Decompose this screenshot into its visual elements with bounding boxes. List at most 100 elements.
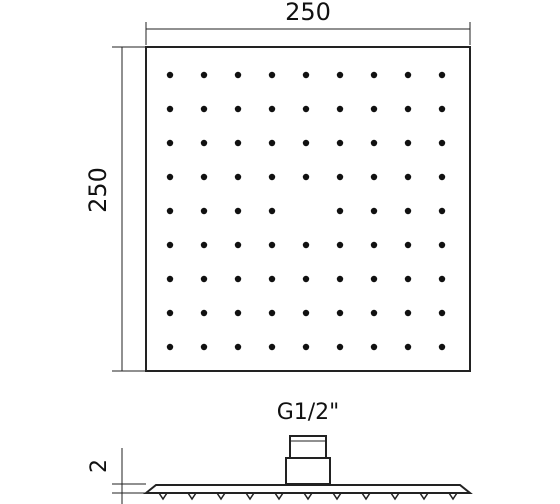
profile-nozzle [216, 492, 226, 501]
shower-plate-outline [145, 46, 471, 372]
nozzle-dot [336, 343, 344, 351]
nozzle-dot [200, 105, 208, 113]
nozzle-dot [166, 207, 174, 215]
profile-nozzle [390, 492, 400, 501]
nozzle-dot [234, 207, 242, 215]
profile-nozzle [245, 492, 255, 501]
nozzle-dot [404, 71, 412, 79]
nozzle-dot [166, 139, 174, 147]
nozzle-dot [370, 139, 378, 147]
nozzle-dot [336, 71, 344, 79]
nozzle-dot [404, 207, 412, 215]
plate-profile [143, 484, 473, 494]
nozzle-dot [268, 343, 276, 351]
nozzle-dot [370, 343, 378, 351]
profile-nozzle [187, 492, 197, 501]
nozzle-dot [404, 173, 412, 181]
nozzle-dot [438, 241, 446, 249]
nozzle-dot [336, 275, 344, 283]
nozzle-dot [336, 139, 344, 147]
thread-label: G1/2" [277, 400, 340, 425]
nozzle-dot [200, 275, 208, 283]
height-dimension: 250 [84, 46, 146, 372]
nozzle-dot [404, 343, 412, 351]
nozzle-dot [200, 173, 208, 181]
plate-profile-outline [143, 484, 473, 494]
nozzle-dot [404, 275, 412, 283]
nozzle-dot [200, 309, 208, 317]
nozzle-dot [166, 343, 174, 351]
nozzle-dot [166, 173, 174, 181]
nozzle-dot [200, 71, 208, 79]
width-dimension: 250 [145, 0, 471, 45]
nozzle-dot [336, 105, 344, 113]
width-label: 250 [285, 0, 331, 26]
thickness-dimension: 2 [87, 448, 146, 504]
nozzle-dot [268, 139, 276, 147]
nozzle-dot [438, 275, 446, 283]
height-label: 250 [84, 167, 112, 213]
profile-nozzle [303, 492, 313, 501]
nozzle-dot [302, 139, 310, 147]
nozzle-dot [234, 241, 242, 249]
nozzle-dot [438, 343, 446, 351]
nozzle-dot [438, 207, 446, 215]
profile-nozzle [419, 492, 429, 501]
nozzle-dot [404, 105, 412, 113]
nozzle-dot [302, 173, 310, 181]
nozzle-dot [438, 105, 446, 113]
thickness-label: 2 [87, 459, 112, 473]
nozzle-dot [404, 139, 412, 147]
nozzle-dot [302, 309, 310, 317]
profile-nozzles [158, 492, 458, 501]
connector-body [285, 457, 331, 485]
nozzle-dot [234, 309, 242, 317]
profile-nozzle [274, 492, 284, 501]
nozzle-dot [268, 105, 276, 113]
nozzle-dot [234, 139, 242, 147]
nozzle-grid [166, 71, 446, 351]
nozzle-dot [438, 71, 446, 79]
nozzle-dot [268, 207, 276, 215]
nozzle-dot [200, 139, 208, 147]
nozzle-dot [302, 71, 310, 79]
nozzle-dot [370, 275, 378, 283]
nozzle-dot [268, 71, 276, 79]
nozzle-dot [438, 309, 446, 317]
nozzle-dot [166, 71, 174, 79]
nozzle-dot [370, 105, 378, 113]
nozzle-dot [166, 241, 174, 249]
nozzle-dot [336, 173, 344, 181]
nozzle-dot [268, 275, 276, 283]
nozzle-dot [404, 241, 412, 249]
nozzle-dot [268, 309, 276, 317]
nozzle-dot [234, 275, 242, 283]
nozzle-dot [200, 207, 208, 215]
connector-fitting [285, 435, 331, 485]
nozzle-dot [370, 241, 378, 249]
nozzle-dot [302, 343, 310, 351]
profile-nozzle [332, 492, 342, 501]
profile-nozzle [448, 492, 458, 501]
profile-nozzle [361, 492, 371, 501]
nozzle-dot [370, 71, 378, 79]
nozzle-dot [166, 275, 174, 283]
nozzle-dot [336, 241, 344, 249]
nozzle-dot [234, 71, 242, 79]
nozzle-dot [370, 207, 378, 215]
nozzle-dot [234, 173, 242, 181]
nozzle-dot [166, 105, 174, 113]
nozzle-dot [302, 241, 310, 249]
nozzle-dot [200, 241, 208, 249]
nozzle-dot [370, 173, 378, 181]
nozzle-dot [234, 105, 242, 113]
nozzle-dot [404, 309, 412, 317]
nozzle-dot [336, 207, 344, 215]
nozzle-dot [302, 275, 310, 283]
nozzle-dot [234, 343, 242, 351]
nozzle-dot [302, 105, 310, 113]
profile-nozzle [158, 492, 168, 501]
nozzle-dot [336, 309, 344, 317]
nozzle-dot [268, 241, 276, 249]
